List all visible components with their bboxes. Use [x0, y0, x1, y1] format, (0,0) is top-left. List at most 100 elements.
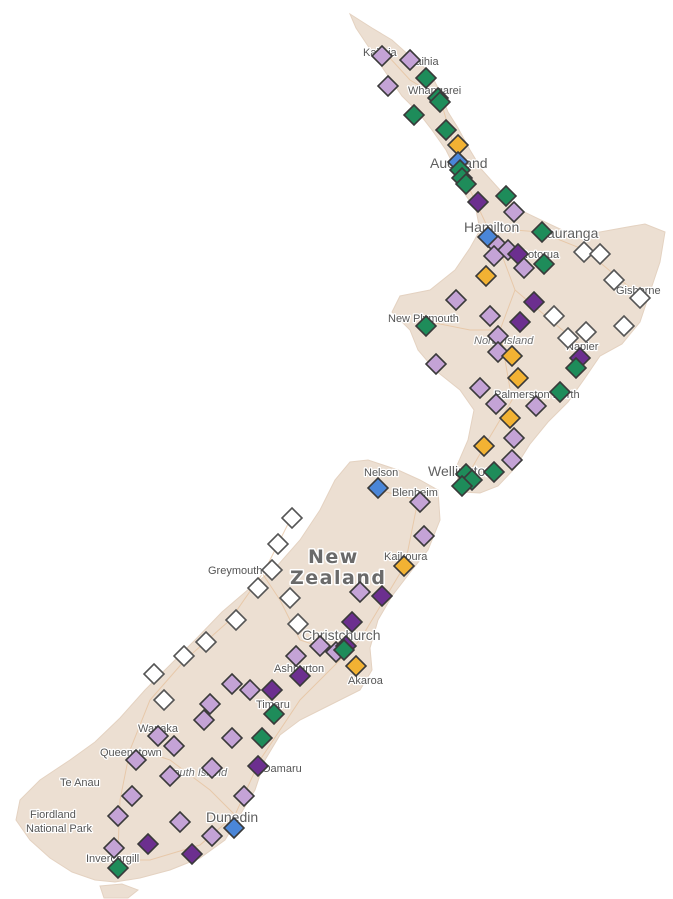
map-marker-lavender[interactable]	[106, 804, 130, 828]
map-marker-white[interactable]	[142, 662, 166, 686]
stewart-island	[99, 883, 139, 899]
map-marker-lavender[interactable]	[192, 708, 216, 732]
map-marker-lavender[interactable]	[376, 74, 400, 98]
map-marker-lavender[interactable]	[424, 352, 448, 376]
map-marker-orange[interactable]	[498, 406, 522, 430]
map-marker-lavender[interactable]	[284, 644, 308, 668]
map-marker-lavender[interactable]	[398, 48, 422, 72]
map-marker-white[interactable]	[556, 326, 580, 350]
map-marker-lavender[interactable]	[232, 784, 256, 808]
map-marker-white[interactable]	[602, 268, 626, 292]
map-marker-lavender[interactable]	[200, 824, 224, 848]
map-marker-green[interactable]	[414, 314, 438, 338]
map-marker-lavender[interactable]	[500, 448, 524, 472]
map-marker-lavender[interactable]	[444, 288, 468, 312]
map-marker-white[interactable]	[542, 304, 566, 328]
map-marker-lavender[interactable]	[120, 784, 144, 808]
map-marker-purple[interactable]	[340, 610, 364, 634]
map-marker-lavender[interactable]	[238, 678, 262, 702]
map-marker-green[interactable]	[450, 474, 474, 498]
map-marker-white[interactable]	[612, 314, 636, 338]
map-marker-lavender[interactable]	[308, 634, 332, 658]
map-marker-white[interactable]	[628, 286, 652, 310]
map-marker-green[interactable]	[434, 118, 458, 142]
map-marker-green[interactable]	[106, 856, 130, 880]
map-marker-lavender[interactable]	[468, 376, 492, 400]
map-marker-orange[interactable]	[344, 654, 368, 678]
map-marker-purple[interactable]	[370, 584, 394, 608]
map-marker-white[interactable]	[224, 608, 248, 632]
map-marker-lavender[interactable]	[220, 672, 244, 696]
map-marker-green[interactable]	[482, 460, 506, 484]
map-marker-white[interactable]	[286, 612, 310, 636]
map-marker-purple[interactable]	[508, 310, 532, 334]
map-marker-lavender[interactable]	[502, 200, 526, 224]
map-marker-lavender[interactable]	[162, 734, 186, 758]
map-marker-lavender[interactable]	[220, 726, 244, 750]
map-marker-green[interactable]	[262, 702, 286, 726]
place-nelson: Nelson	[364, 467, 398, 479]
map-marker-lavender[interactable]	[124, 748, 148, 772]
map-marker-purple[interactable]	[466, 190, 490, 214]
map-marker-green[interactable]	[564, 356, 588, 380]
map-marker-blue[interactable]	[366, 476, 390, 500]
map-marker-white[interactable]	[194, 630, 218, 654]
map-marker-white[interactable]	[588, 242, 612, 266]
map-marker-green[interactable]	[414, 66, 438, 90]
map-marker-white[interactable]	[280, 506, 304, 530]
map-marker-lavender[interactable]	[478, 304, 502, 328]
country-label-line1: New	[308, 546, 359, 568]
country-label-line2: Zealand	[290, 567, 386, 589]
map-marker-orange[interactable]	[500, 344, 524, 368]
map-marker-white[interactable]	[266, 532, 290, 556]
map-marker-lavender[interactable]	[512, 256, 536, 280]
map-marker-green[interactable]	[402, 103, 426, 127]
map-marker-green[interactable]	[548, 380, 572, 404]
map-marker-lavender[interactable]	[524, 394, 548, 418]
map-marker-lavender[interactable]	[158, 764, 182, 788]
map-marker-lavender[interactable]	[348, 580, 372, 604]
map-marker-purple[interactable]	[260, 678, 284, 702]
place-invercargill: Invercargill	[86, 853, 139, 865]
map-marker-green[interactable]	[530, 220, 554, 244]
map-marker-orange[interactable]	[474, 264, 498, 288]
place-oamaru: Oamaru	[262, 763, 302, 775]
map-marker-lavender[interactable]	[168, 810, 192, 834]
map-marker-white[interactable]	[260, 558, 284, 582]
map-marker-white[interactable]	[278, 586, 302, 610]
map-marker-green[interactable]	[454, 172, 478, 196]
map-marker-blue[interactable]	[222, 816, 246, 840]
map-marker-lavender[interactable]	[200, 756, 224, 780]
map-marker-white[interactable]	[574, 320, 598, 344]
map-marker-lavender[interactable]	[484, 392, 508, 416]
map-marker-purple[interactable]	[522, 290, 546, 314]
map-marker-green[interactable]	[532, 252, 556, 276]
map-marker-purple[interactable]	[136, 832, 160, 856]
place-tauranga: Tauranga	[540, 225, 599, 241]
map-marker-lavender[interactable]	[146, 724, 170, 748]
place-kaikoura: Kaikoura	[384, 551, 428, 563]
map-marker-green[interactable]	[250, 726, 274, 750]
map-marker-green[interactable]	[494, 184, 518, 208]
map-marker-white[interactable]	[572, 240, 596, 264]
map-marker-green[interactable]	[332, 638, 356, 662]
map-marker-lavender[interactable]	[412, 524, 436, 548]
map-marker-lavender[interactable]	[102, 836, 126, 860]
map-marker-purple[interactable]	[288, 664, 312, 688]
map-marker-white[interactable]	[172, 644, 196, 668]
map-marker-orange[interactable]	[472, 434, 496, 458]
place-greymouth: Greymouth	[208, 565, 262, 577]
markers[interactable]	[102, 44, 652, 880]
map-marker-purple[interactable]	[180, 842, 204, 866]
map-marker-lavender[interactable]	[502, 426, 526, 450]
map-marker-lavender[interactable]	[408, 490, 432, 514]
map-marker-orange[interactable]	[392, 554, 416, 578]
map-marker-purple[interactable]	[246, 754, 270, 778]
map-marker-orange[interactable]	[506, 366, 530, 390]
map-marker-lavender[interactable]	[198, 692, 222, 716]
map-marker-white[interactable]	[246, 576, 270, 600]
map-marker-green[interactable]	[428, 90, 452, 114]
map-marker-white[interactable]	[152, 688, 176, 712]
map-marker-lavender[interactable]	[370, 44, 394, 68]
